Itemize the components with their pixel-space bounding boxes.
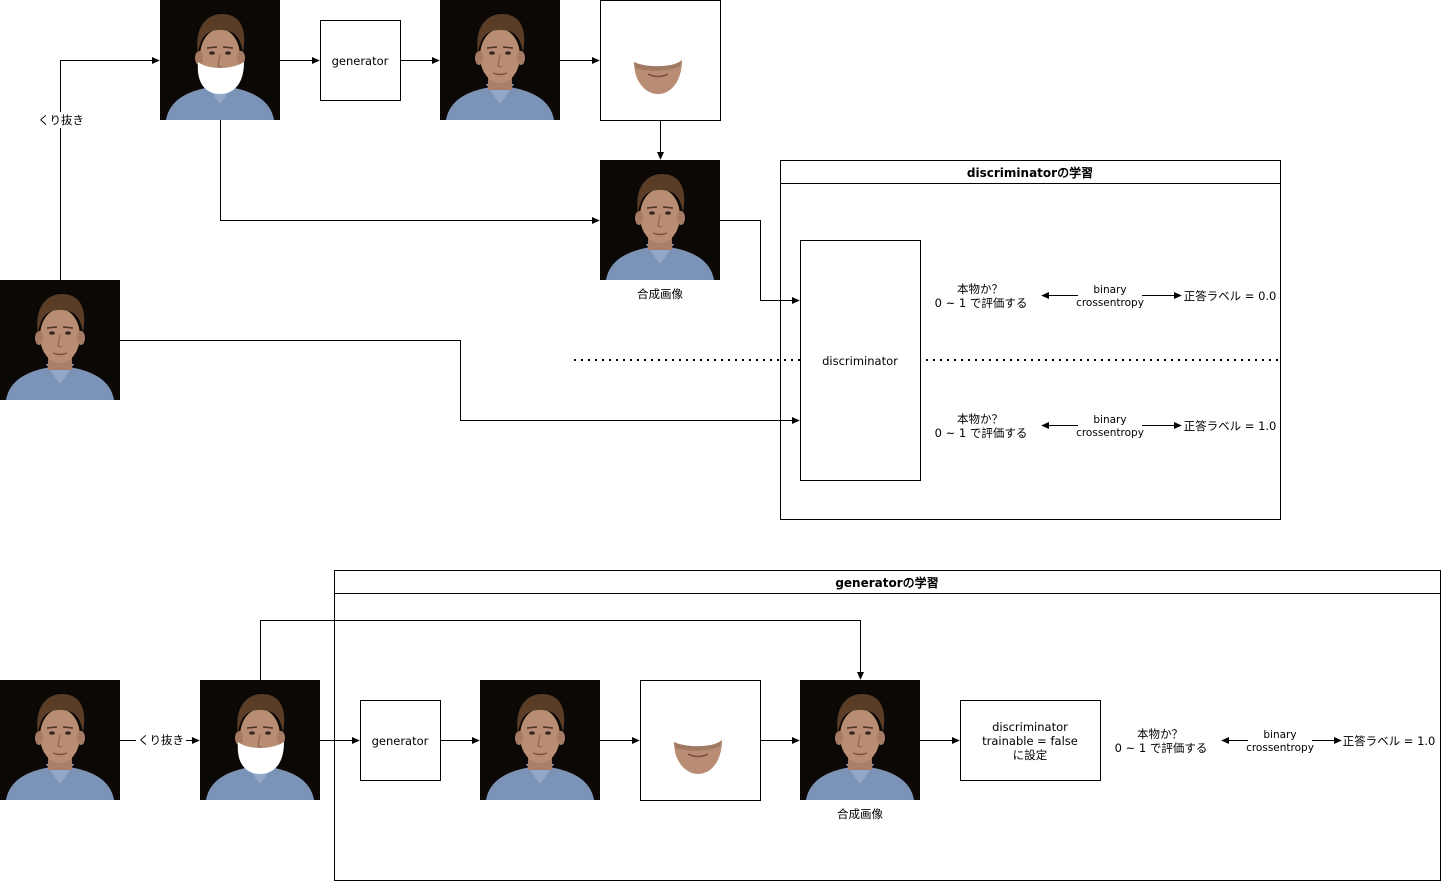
g-generated-face-photo xyxy=(480,680,600,800)
g-crop-label: くり抜き xyxy=(138,733,184,747)
discriminator-section-frame xyxy=(780,160,1281,520)
real-question-line1: 本物か？ xyxy=(957,412,1003,426)
g-composite-label: 合成画像 xyxy=(837,807,883,821)
g-masked-to-composite-arrow xyxy=(260,620,865,680)
real-question-line2: 0 ~ 1 で評価する xyxy=(935,426,1028,440)
original-to-discriminator-arrow xyxy=(120,340,800,425)
g-discriminator-line3: に設定 xyxy=(1013,748,1048,762)
g-masked-face-photo xyxy=(200,680,320,800)
g-cutout-patch-image xyxy=(640,680,761,801)
g-generator-label: generator xyxy=(372,734,429,748)
generator-label: generator xyxy=(332,54,389,68)
discriminator-section: discriminatorの学習 generator discriminator… xyxy=(0,0,1281,520)
composite-face-photo xyxy=(600,160,720,280)
crop-arrow xyxy=(60,56,160,280)
original-face-photo xyxy=(0,280,120,400)
fake-loss-line2: crossentropy xyxy=(1076,297,1144,309)
g-composite-face-photo xyxy=(800,680,920,800)
real-target-label: 正答ラベル = 1.0 xyxy=(1184,419,1277,433)
g-discriminator-box xyxy=(960,700,1101,781)
real-loss-line1: binary xyxy=(1093,414,1126,426)
cutout-patch-image xyxy=(600,0,721,121)
g-discriminator-line2: trainable = false xyxy=(982,734,1078,748)
generated-face-photo xyxy=(440,0,560,120)
masked-face-photo xyxy=(160,0,280,120)
crop-label: くり抜き xyxy=(38,113,84,127)
g-original-face-photo xyxy=(0,680,120,800)
g-generator-box xyxy=(360,700,441,781)
fake-question-line1: 本物か？ xyxy=(957,282,1003,296)
g-target-label: 正答ラベル = 1.0 xyxy=(1343,734,1436,748)
discriminator-label: discriminator xyxy=(822,354,898,368)
g-loss-line1: binary xyxy=(1263,729,1296,741)
masked-to-composite-arrow xyxy=(220,120,600,225)
generator-section: generatorの学習 generator discriminator tra… xyxy=(0,570,1441,881)
g-discriminator-line1: discriminator xyxy=(992,720,1068,734)
real-loss-line2: crossentropy xyxy=(1076,427,1144,439)
discriminator-box xyxy=(800,240,921,481)
composite-to-discriminator-arrow xyxy=(720,220,800,305)
fake-question-line2: 0 ~ 1 で評価する xyxy=(935,296,1028,310)
g-question-line2: 0 ~ 1 で評価する xyxy=(1115,741,1208,755)
g-question-line1: 本物か？ xyxy=(1137,727,1183,741)
g-loss-line2: crossentropy xyxy=(1246,742,1314,754)
composite-label: 合成画像 xyxy=(637,287,683,301)
discriminator-section-title: discriminatorの学習 xyxy=(967,165,1093,180)
generator-section-title: generatorの学習 xyxy=(835,575,938,590)
fake-target-label: 正答ラベル = 0.0 xyxy=(1184,289,1277,303)
generator-box xyxy=(320,20,401,101)
generator-section-frame xyxy=(334,570,1441,881)
fake-loss-line1: binary xyxy=(1093,284,1126,296)
